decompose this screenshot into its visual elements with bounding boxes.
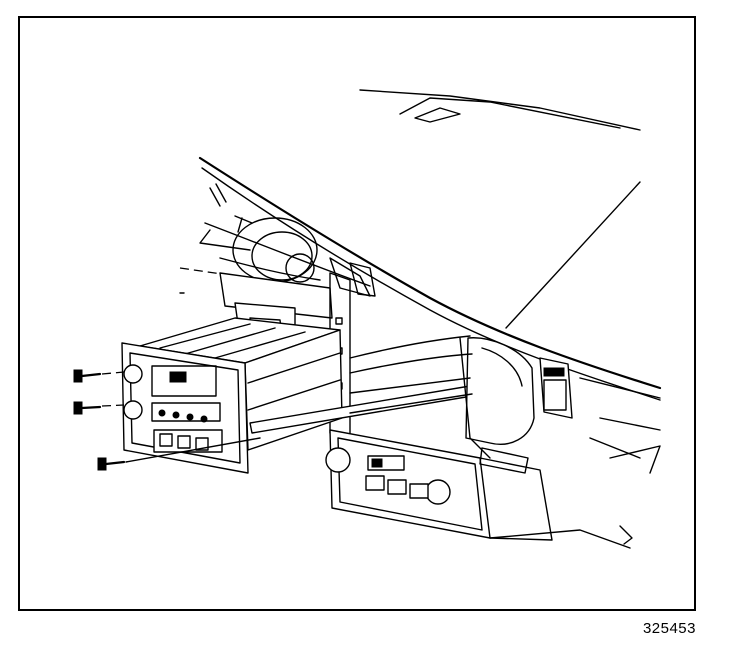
hvac-control-icon: [325, 429, 631, 549]
windshield-outline: [359, 89, 641, 329]
figure-id-number: 325453: [642, 620, 696, 637]
mounting-bracket-icon: [219, 262, 376, 439]
air-duct-icon: [459, 337, 661, 545]
figure-frame: [18, 16, 696, 611]
exploded-view-illustration: [73, 89, 662, 549]
radio-receiver-icon: [121, 317, 473, 474]
mounting-bolt-upper: [73, 369, 125, 383]
mounting-bolt-middle: [73, 401, 125, 415]
wiring-harness: [349, 335, 473, 414]
mounting-bolt-icon: [73, 369, 261, 471]
instrument-panel-icon: [179, 156, 662, 401]
mounting-bolt-lower: [97, 437, 261, 471]
